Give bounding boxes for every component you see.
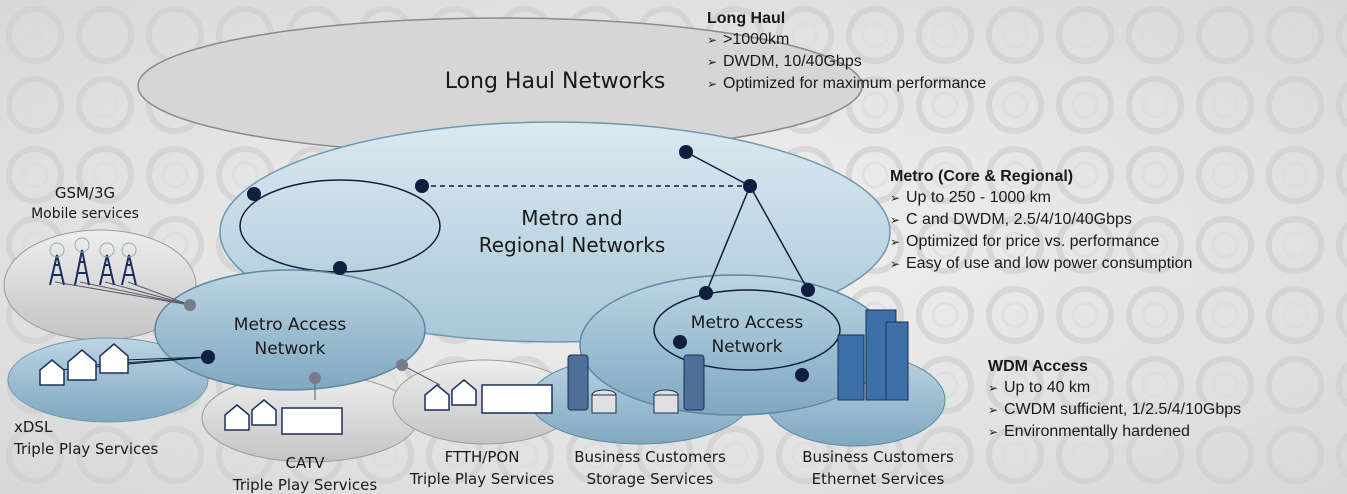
wdm-access-bullet: ➢ Environmentally hardened — [988, 421, 1241, 443]
business-storage-label-line2: Storage Services — [587, 470, 714, 488]
bullet-arrow-icon: ➢ — [890, 213, 901, 227]
long-haul-cloud-label: Long Haul Networks — [445, 69, 666, 94]
metro-cloud-label-line2: Regional Networks — [479, 233, 666, 257]
metro-access-right-label-line1: Metro Access — [691, 313, 804, 333]
bullet-text: CWDM sufficient, 1/2.5/4/10Gbps — [1004, 401, 1242, 418]
metro-access-left-label-line2: Network — [255, 339, 326, 359]
wdm-access-panel-title: WDM Access — [988, 358, 1088, 375]
link-metro-access-b — [749, 185, 809, 291]
bullet-arrow-icon: ➢ — [988, 403, 999, 417]
metro-bullet: ➢ Easy of use and low power consumption — [890, 253, 1192, 275]
xdsl-label-line2: Triple Play Services — [13, 440, 158, 458]
long-haul-bullet: ➢ DWDM, 10/40Gbps — [707, 51, 986, 73]
bullet-text: Optimized for price vs. performance — [906, 233, 1160, 250]
office-building-icons — [837, 309, 909, 401]
link-longhaul-metro — [685, 151, 751, 187]
bullet-text: Environmentally hardened — [1004, 423, 1190, 440]
gsm-label-line2: Mobile services — [31, 206, 139, 222]
metro-bullet: ➢ C and DWDM, 2.5/4/10/40Gbps — [890, 209, 1192, 231]
business-ethernet-label-line2: Ethernet Services — [812, 470, 945, 488]
metro-access-right-ring — [653, 289, 841, 371]
wdm-access-bullet: ➢ Up to 40 km — [988, 377, 1241, 399]
catv-house-icons — [224, 399, 343, 435]
bullet-text: DWDM, 10/40Gbps — [723, 53, 862, 70]
wdm-access-panel: WDM Access ➢ Up to 40 km ➢ CWDM sufficient… — [988, 356, 1241, 443]
bullet-text: C and DWDM, 2.5/4/10/40Gbps — [906, 211, 1132, 228]
metro-panel: Metro (Core & Regional) ➢ Up to 250 - 100… — [890, 166, 1192, 275]
bullet-text: >1000km — [723, 31, 790, 48]
metro-bullet-list: ➢ Up to 250 - 1000 km ➢ C and DWDM, 2.5/4/… — [890, 187, 1192, 275]
long-haul-bullet: ➢ >1000km — [707, 29, 986, 51]
metro-access-left-label-line1: Metro Access — [234, 315, 347, 335]
link-metro-access-a — [705, 185, 751, 294]
bullet-arrow-icon: ➢ — [890, 257, 901, 271]
long-haul-bullet-list: ➢ >1000km ➢ DWDM, 10/40Gbps ➢ Optimized for… — [707, 29, 986, 95]
bullet-text: Up to 40 km — [1004, 379, 1091, 396]
metro-bullet: ➢ Optimized for price vs. performance — [890, 231, 1192, 253]
wdm-access-bullet-list: ➢ Up to 40 km ➢ CWDM sufficient, 1/2.5/4/1… — [988, 377, 1241, 443]
metro-access-right-label-line2: Network — [712, 337, 783, 357]
xdsl-label-line1: xDSL — [14, 418, 53, 436]
bullet-arrow-icon: ➢ — [988, 425, 999, 439]
wdm-access-bullet: ➢ CWDM sufficient, 1/2.5/4/10Gbps — [988, 399, 1241, 421]
metro-cloud-label-line1: Metro and — [521, 206, 622, 230]
metro-panel-title: Metro (Core & Regional) — [890, 168, 1074, 185]
access-nodes — [184, 299, 408, 384]
catv-label-line2: Triple Play Services — [232, 476, 377, 494]
storage-icons — [567, 354, 705, 414]
bullet-arrow-icon: ➢ — [707, 55, 718, 69]
xdsl-house-icons — [39, 343, 129, 386]
metro-access-left-cloud — [154, 269, 426, 391]
business-storage-label-line1: Business Customers — [574, 448, 726, 466]
catv-label-line1: CATV — [286, 454, 326, 472]
business-ethernet-label-line1: Business Customers — [802, 448, 954, 466]
bullet-arrow-icon: ➢ — [707, 77, 718, 91]
ftth-label-line2: Triple Play Services — [409, 470, 554, 488]
ftth-link — [401, 364, 441, 386]
long-haul-bullet: ➢ Optimized for maximum performance — [707, 73, 986, 95]
bullet-arrow-icon: ➢ — [988, 381, 999, 395]
gsm-label-line1: GSM/3G — [55, 184, 115, 202]
long-haul-panel-title: Long Haul — [707, 10, 786, 27]
bullet-arrow-icon: ➢ — [890, 235, 901, 249]
ftth-house-icons — [424, 379, 553, 414]
cell-tower-icons — [49, 237, 137, 286]
metro-bullet: ➢ Up to 250 - 1000 km — [890, 187, 1192, 209]
bullet-text: Optimized for maximum performance — [723, 75, 987, 92]
network-nodes — [201, 145, 815, 382]
ftth-label-line1: FTTH/PON — [445, 448, 520, 466]
bullet-text: Up to 250 - 1000 km — [906, 189, 1051, 206]
bullet-arrow-icon: ➢ — [890, 191, 901, 205]
gsm-spokes — [54, 281, 191, 306]
bullet-arrow-icon: ➢ — [707, 33, 718, 47]
bullet-text: Easy of use and low power consumption — [906, 255, 1193, 272]
long-haul-panel: Long Haul ➢ >1000km ➢ DWDM, 10/40Gbps ➢ Opt… — [707, 8, 986, 95]
